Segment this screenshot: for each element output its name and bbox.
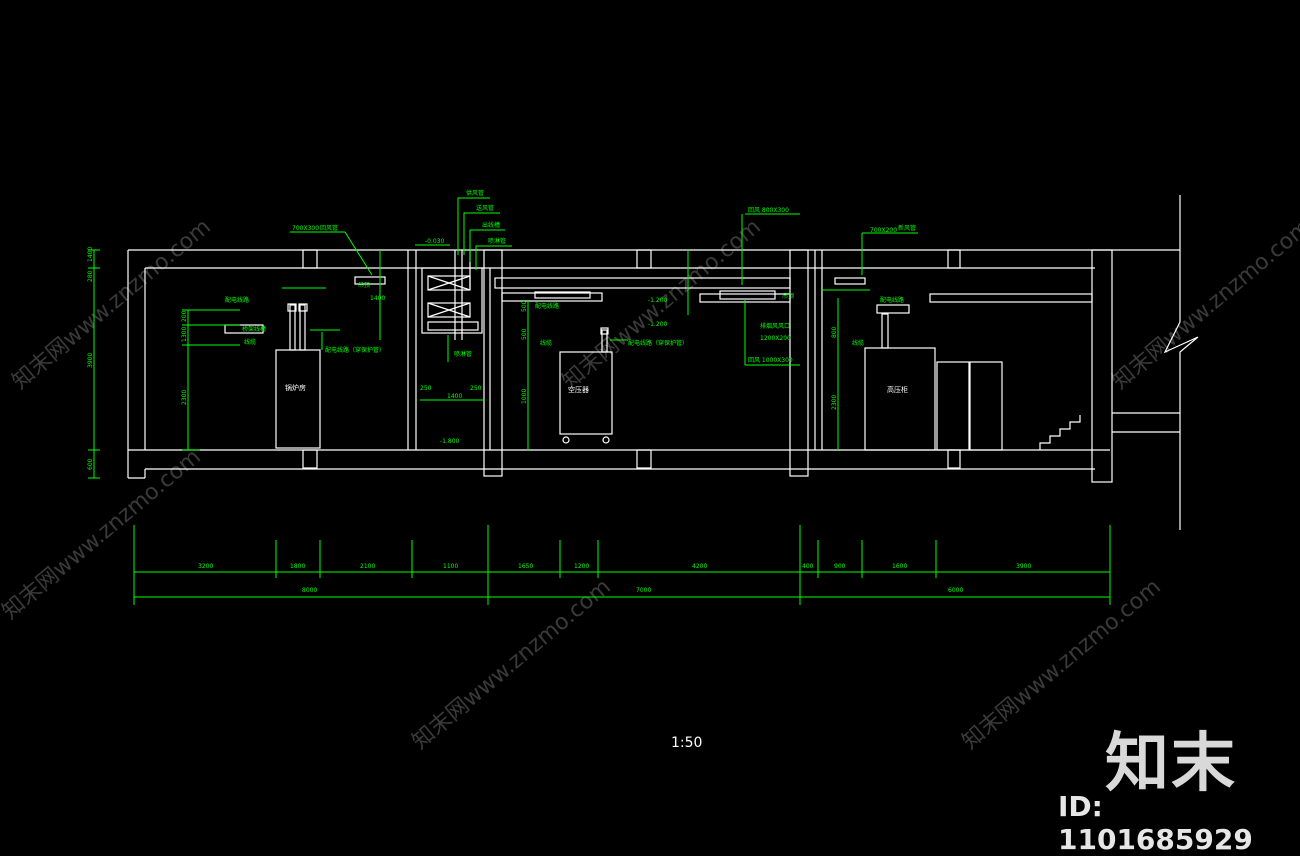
watermark-text: 知末网www.znzmo.com (558, 214, 766, 394)
callout-hanger-mid: 吊顶 (782, 293, 794, 300)
scale-label: 1:50 (671, 735, 702, 751)
dim-1400: 1400 (447, 393, 462, 400)
callout-exhaust: 排烟风风口 (760, 322, 790, 330)
building-section (127, 195, 1199, 530)
callout-duct-size: 700X300 (292, 225, 319, 232)
callout-return-duct: 回风管 (320, 224, 338, 232)
annotations: 1400 280 3900 600 200 1300 2300 配电线路 桥架线… (87, 189, 1111, 605)
callout-air-duct-top: 回风 800X300 (748, 207, 789, 214)
vdim-inner-2: 1300 (181, 327, 188, 342)
dim-250b: 250 (470, 385, 482, 392)
equipment-label-hv: 高压柜 (887, 385, 908, 394)
equipment-label-compressor: 空压器 (568, 385, 589, 394)
equipment-label-boiler: 锅炉房 (285, 383, 306, 392)
vdim-left-3: 3900 (87, 353, 94, 368)
level-floor: -1.800 (440, 438, 460, 445)
vdim-right-2: 2300 (831, 395, 838, 410)
mep-ducts (224, 250, 1093, 340)
vdim-left-1: 1400 (87, 247, 94, 262)
hdim-total-3: 6000 (948, 587, 963, 594)
hdim-9: 900 (834, 563, 846, 570)
callout-spray: 喷淋管 (488, 237, 506, 245)
vdim-middle-3: 1000 (521, 389, 528, 404)
callout-power-a: 配电线路 (225, 296, 249, 304)
callout-branch: 出线槽 (482, 221, 500, 229)
hdim-total-2: 7000 (636, 587, 651, 594)
callout-fresh-size: 700X200 (870, 227, 897, 234)
image-id-label: ID: 1101685929 (1058, 790, 1253, 856)
callout-cable-right: 线缆 (852, 339, 864, 347)
callout-power-b-mid: 配电线路（穿保护管） (628, 339, 688, 347)
vdim-right-1: 800 (831, 326, 838, 338)
callout-power-b: 配电线路（穿保护管） (325, 346, 385, 354)
hdim-4: 1100 (443, 563, 458, 570)
level-mid-a: -1.200 (648, 297, 668, 304)
vdim-left-2: 280 (87, 270, 94, 282)
compressor-unit (559, 351, 613, 435)
callout-send-duct: 送风管 (476, 204, 494, 212)
hv-cabinet-unit (864, 347, 936, 451)
hdim-3: 2100 (360, 563, 375, 570)
hdim-10: 1600 (892, 563, 907, 570)
vdim-inner-3: 2300 (181, 390, 188, 405)
watermark-layer: 知末网www.znzmo.com 知末网www.znzmo.com 知末网www… (0, 214, 1300, 754)
hdim-2: 1800 (290, 563, 305, 570)
watermark-text: 知末网www.znzmo.com (0, 444, 206, 624)
brand-logo: 知末 (1105, 727, 1237, 801)
watermark-text: 知末网www.znzmo.com (1108, 214, 1300, 394)
vdim-inner-1: 200 (181, 310, 188, 322)
hdim-7: 4200 (692, 563, 707, 570)
hdim-total-1: 8000 (302, 587, 317, 594)
boiler-unit (275, 349, 321, 449)
hdim-1: 3200 (198, 563, 213, 570)
callout-cable-mid: 线缆 (540, 339, 552, 347)
level-mid-b: -1.200 (648, 321, 668, 328)
watermark-text: 知末网www.znzmo.com (408, 574, 616, 754)
callout-power-right: 配电线路 (880, 296, 904, 304)
dim-250a: 250 (420, 385, 432, 392)
callout-exhaust-size: 1200X200 (760, 335, 791, 342)
vdim-mid-1: 1400 (370, 295, 385, 302)
hdim-6: 1200 (574, 563, 589, 570)
hdim-11: 3900 (1016, 563, 1031, 570)
callout-spray-pipe-b: 喷淋管 (454, 350, 472, 358)
callout-supply-pipe: 供风管 (466, 189, 484, 197)
callout-cable: 线缆 (244, 338, 256, 346)
watermark-text: 知末网www.znzmo.com (8, 214, 216, 394)
callout-hanger: 吊顶 (358, 282, 370, 289)
level-top: -0.030 (425, 238, 445, 245)
callout-power-mid: 配电线路 (535, 302, 559, 310)
equipment: 锅炉房 空压器 高压柜 (275, 303, 1003, 451)
callout-tray: 桥架线槽 (242, 325, 266, 333)
callout-fresh-air: 新风管 (898, 224, 916, 232)
vdim-left-4: 600 (87, 458, 94, 470)
horizontal-dimensions: 3200 1800 2100 1100 1650 1200 4200 400 9… (133, 525, 1111, 605)
hdim-8: 400 (802, 563, 814, 570)
callout-air-duct-bottom: 回风 1000X300 (748, 357, 793, 364)
hdim-5: 1650 (518, 563, 533, 570)
vdim-middle-2: 500 (521, 328, 528, 340)
vdim-middle-1: 500 (521, 300, 528, 312)
